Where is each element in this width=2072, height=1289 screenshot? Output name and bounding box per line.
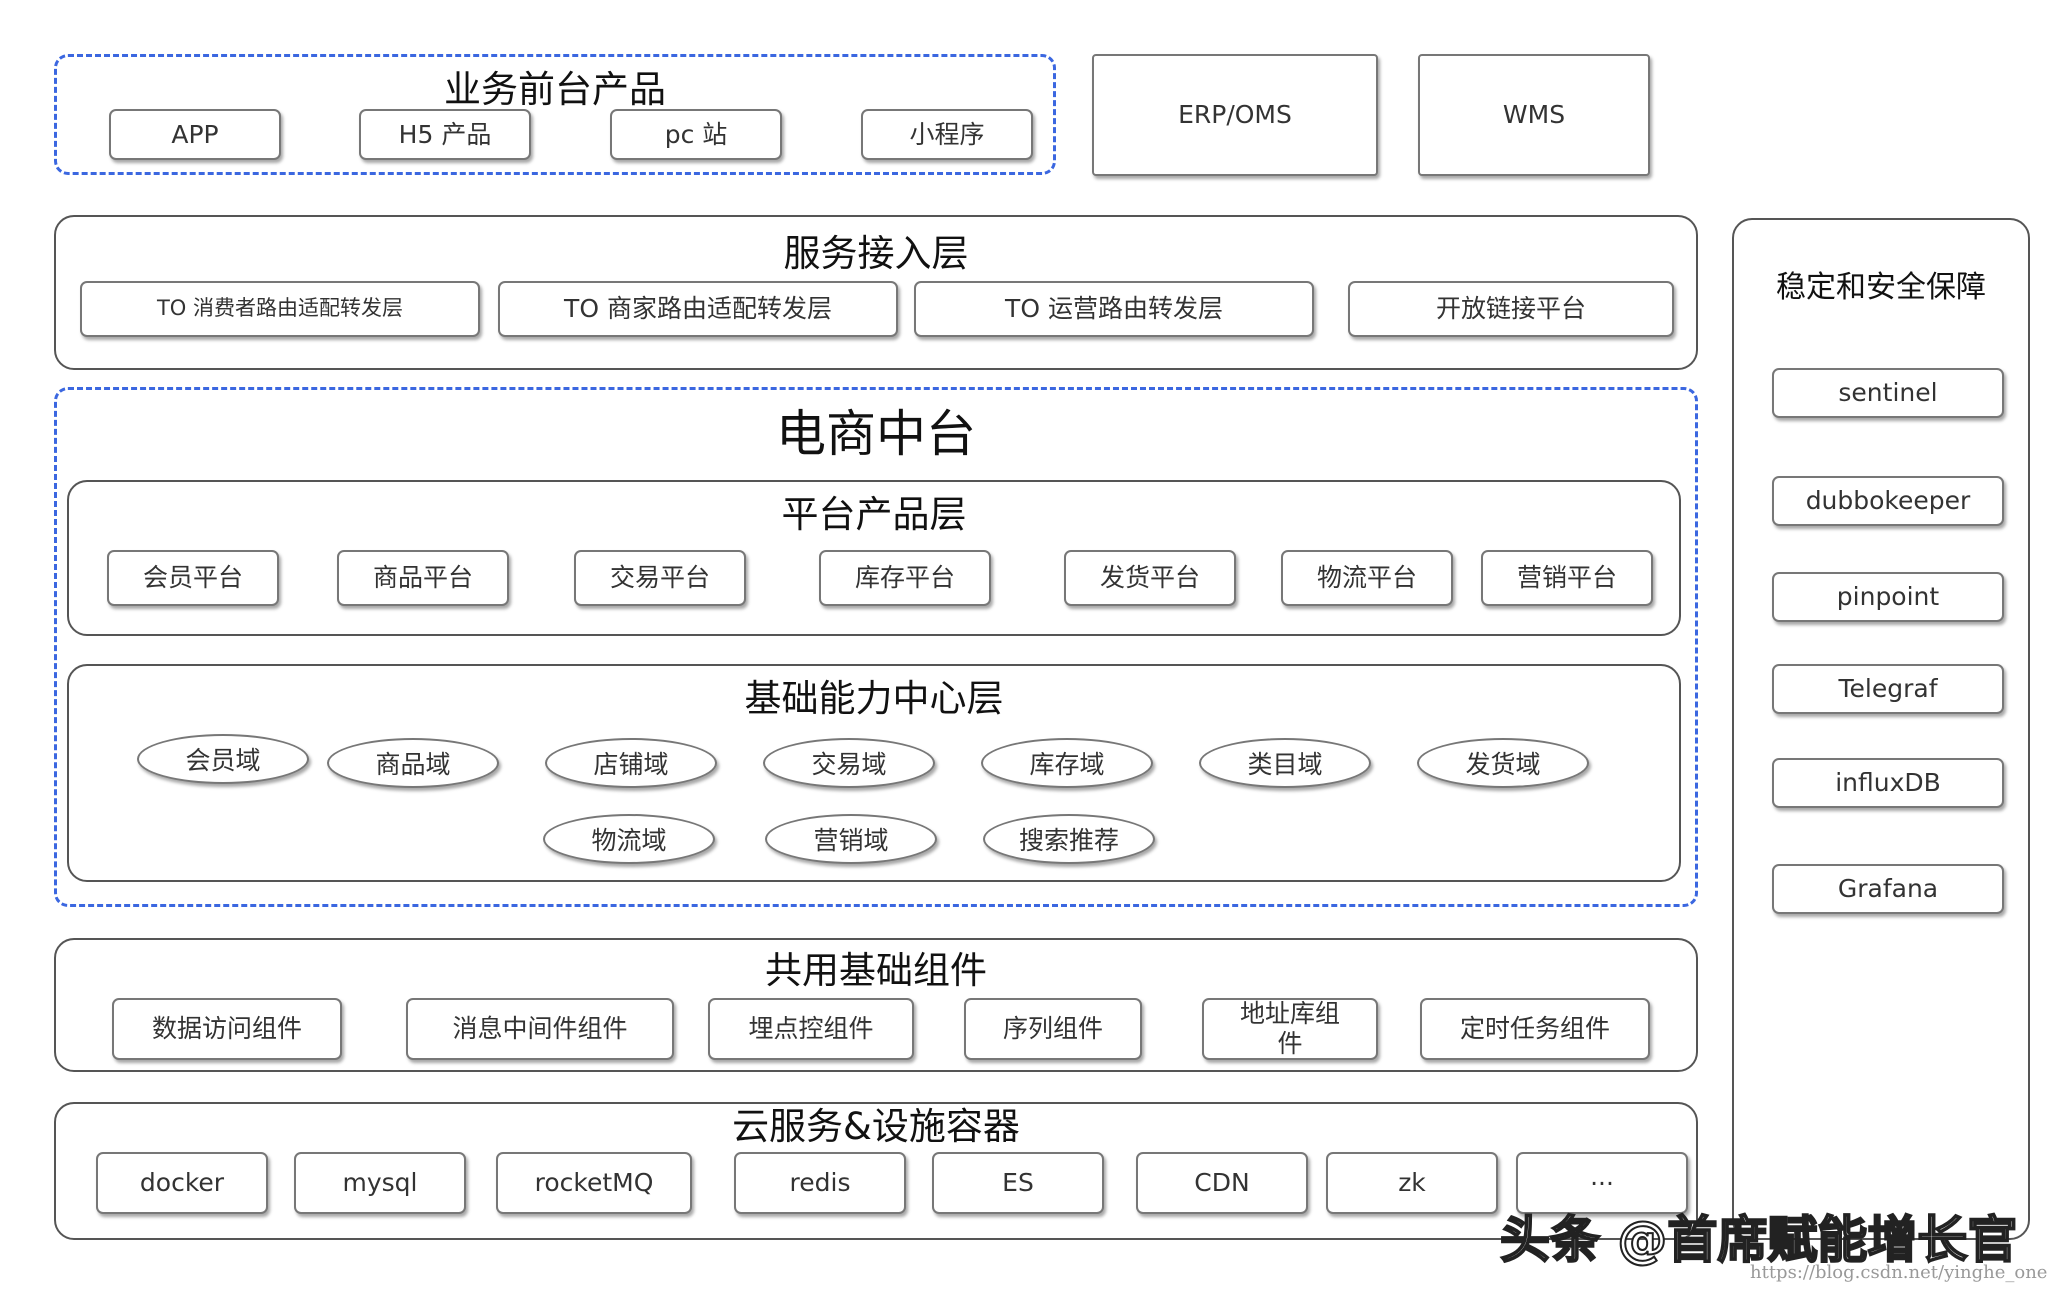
shared-item-mq: 消息中间件组件: [406, 998, 674, 1060]
platform-item-shipping: 发货平台: [1064, 550, 1236, 606]
stability-item-dubbokeeper: dubbokeeper: [1772, 476, 2004, 526]
cloud-infra-panel: 云服务&设施容器 docker mysql rocketMQ redis ES …: [54, 1102, 1698, 1240]
erp-oms-box: ERP/OMS: [1092, 54, 1378, 176]
domain-inventory: 库存域: [981, 738, 1153, 788]
access-layer-panel: 服务接入层 TO 消费者路由适配转发层 TO 商家路由适配转发层 TO 运营路由…: [54, 215, 1698, 370]
cloud-item-es: ES: [932, 1152, 1104, 1214]
source-url: https://blog.csdn.net/yinghe_one: [1750, 1262, 2048, 1283]
frontend-title: 业务前台产品: [444, 68, 666, 111]
platform-product-layer: 平台产品层 会员平台 商品平台 交易平台 库存平台 发货平台 物流平台 营销平台: [67, 480, 1681, 636]
frontend-item-pc: pc 站: [610, 109, 782, 160]
domain-product: 商品域: [327, 738, 499, 788]
shared-item-sequence: 序列组件: [964, 998, 1142, 1060]
platform-item-product: 商品平台: [337, 550, 509, 606]
shared-item-tracking: 埋点控组件: [708, 998, 914, 1060]
stability-security-panel: 稳定和安全保障 sentinel dubbokeeper pinpoint Te…: [1732, 218, 2030, 1240]
stability-item-grafana: Grafana: [1772, 864, 2004, 914]
platform-item-inventory: 库存平台: [819, 550, 991, 606]
domain-shipping: 发货域: [1417, 738, 1589, 788]
capability-center-layer: 基础能力中心层 会员域 商品域 店铺域 交易域 库存域 类目域 发货域 物流域 …: [67, 664, 1681, 882]
cloud-item-mysql: mysql: [294, 1152, 466, 1214]
capability-title: 基础能力中心层: [744, 677, 1004, 720]
shared-item-data-access: 数据访问组件: [112, 998, 342, 1060]
cloud-item-zk: zk: [1326, 1152, 1498, 1214]
access-item-consumer: TO 消费者路由适配转发层: [80, 281, 480, 337]
access-item-merchant: TO 商家路由适配转发层: [498, 281, 898, 337]
cloud-item-more: ...: [1516, 1152, 1688, 1214]
domain-member: 会员域: [137, 734, 309, 784]
cloud-item-docker: docker: [96, 1152, 268, 1214]
domain-marketing: 营销域: [765, 814, 937, 864]
platform-item-member: 会员平台: [107, 550, 279, 606]
domain-trade: 交易域: [763, 738, 935, 788]
wms-box: WMS: [1418, 54, 1650, 176]
platform-item-trade: 交易平台: [574, 550, 746, 606]
access-item-open-platform: 开放链接平台: [1348, 281, 1674, 337]
cloud-title: 云服务&设施容器: [732, 1105, 1020, 1148]
access-title: 服务接入层: [783, 232, 969, 275]
domain-category: 类目域: [1199, 738, 1371, 788]
platform-title: 平台产品层: [781, 493, 967, 536]
frontend-item-h5: H5 产品: [359, 109, 531, 160]
access-item-operation: TO 运营路由转发层: [914, 281, 1314, 337]
toutiao-watermark: 头条 @首席赋能增长官: [1499, 1210, 2018, 1270]
stability-item-influxdb: influxDB: [1772, 758, 2004, 808]
shared-components-panel: 共用基础组件 数据访问组件 消息中间件组件 埋点控组件 序列组件 地址库组件 定…: [54, 938, 1698, 1072]
cloud-item-cdn: CDN: [1136, 1152, 1308, 1214]
stability-item-telegraf: Telegraf: [1772, 664, 2004, 714]
middle-title: 电商中台: [776, 405, 976, 463]
frontend-item-miniprogram: 小程序: [861, 109, 1033, 160]
frontend-products-group: 业务前台产品 APP H5 产品 pc 站 小程序: [54, 54, 1056, 175]
stability-item-pinpoint: pinpoint: [1772, 572, 2004, 622]
stability-item-sentinel: sentinel: [1772, 368, 2004, 418]
shared-item-scheduler: 定时任务组件: [1420, 998, 1650, 1060]
platform-item-marketing: 营销平台: [1481, 550, 1653, 606]
domain-store: 店铺域: [545, 738, 717, 788]
platform-item-logistics: 物流平台: [1281, 550, 1453, 606]
domain-logistics: 物流域: [543, 814, 715, 864]
domain-search-recommend: 搜索推荐: [983, 814, 1155, 864]
frontend-item-app: APP: [109, 109, 281, 160]
shared-item-address: 地址库组件: [1202, 998, 1378, 1060]
cloud-item-rocketmq: rocketMQ: [496, 1152, 692, 1214]
stability-title: 稳定和安全保障: [1776, 270, 1986, 305]
cloud-item-redis: redis: [734, 1152, 906, 1214]
shared-title: 共用基础组件: [765, 949, 987, 992]
ecommerce-middle-platform: 电商中台 平台产品层 会员平台 商品平台 交易平台 库存平台 发货平台 物流平台…: [54, 387, 1698, 907]
